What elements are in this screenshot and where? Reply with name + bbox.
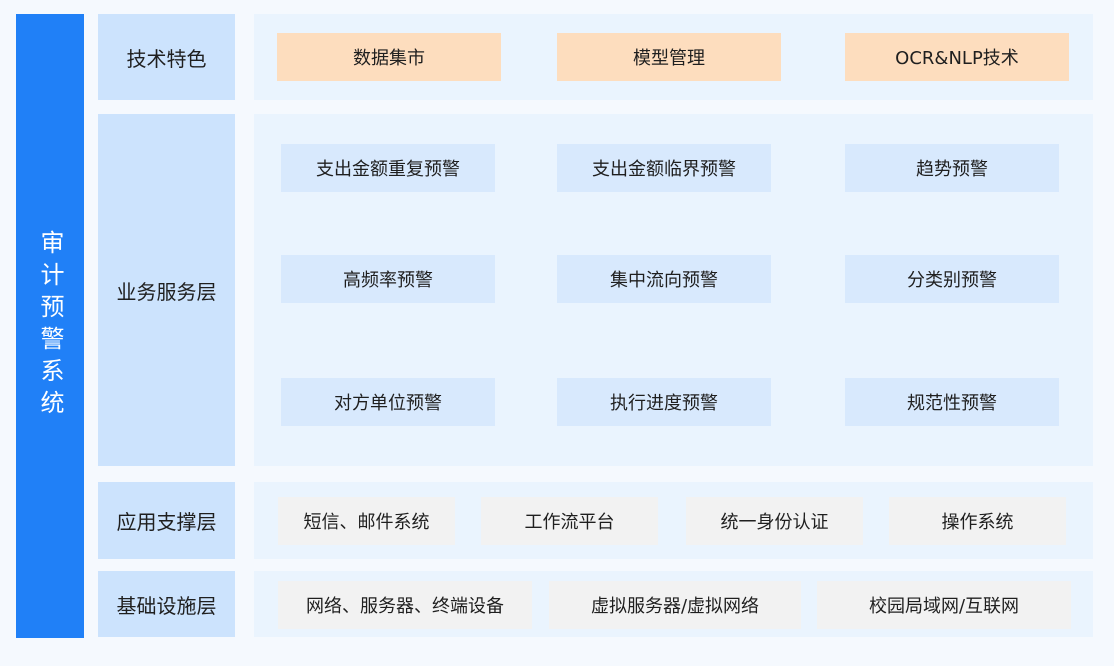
business-item: 高频率预警: [281, 255, 495, 303]
infra-item: 校园局域网/互联网: [817, 581, 1071, 629]
business-item: 支出金额重复预警: [281, 144, 495, 192]
business-item: 集中流向预警: [557, 255, 771, 303]
layer-label-tech: 技术特色: [98, 14, 235, 100]
tech-item: OCR&NLP技术: [845, 33, 1069, 81]
business-item: 对方单位预警: [281, 378, 495, 426]
tech-item: 数据集市: [277, 33, 501, 81]
business-item: 分类别预警: [845, 255, 1059, 303]
layer-label-app: 应用支撑层: [98, 482, 235, 559]
layer-label-infra: 基础设施层: [98, 571, 235, 637]
app-item: 工作流平台: [481, 497, 658, 545]
app-item: 短信、邮件系统: [278, 497, 455, 545]
tech-item: 模型管理: [557, 33, 781, 81]
business-item: 规范性预警: [845, 378, 1059, 426]
app-item: 操作系统: [889, 497, 1066, 545]
business-item: 支出金额临界预警: [557, 144, 771, 192]
app-item: 统一身份认证: [686, 497, 863, 545]
infra-item: 虚拟服务器/虚拟网络: [549, 581, 801, 629]
business-item: 趋势预警: [845, 144, 1059, 192]
system-title-bar: 审计预警系统: [16, 14, 84, 638]
infra-item: 网络、服务器、终端设备: [278, 581, 532, 629]
business-item: 执行进度预警: [557, 378, 771, 426]
system-title: 审计预警系统: [38, 230, 62, 422]
layer-label-business: 业务服务层: [98, 114, 235, 466]
